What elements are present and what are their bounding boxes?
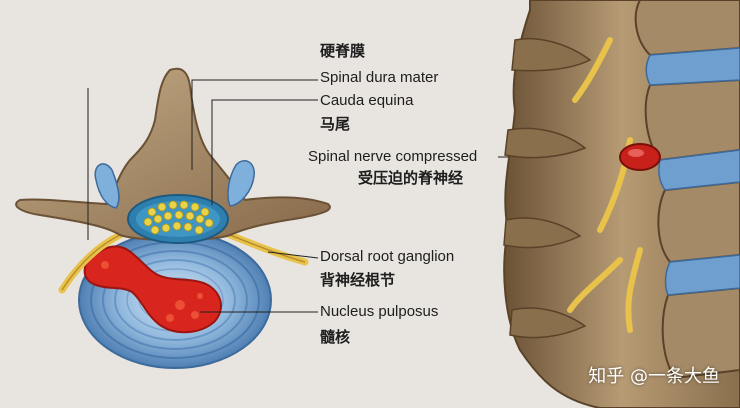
label-ganglion-cn: 背神经根节 (320, 271, 396, 289)
label-nerve-en: Spinal nerve compressed (308, 148, 478, 165)
label-ganglion-en: Dorsal root ganglion (320, 248, 455, 265)
compressed-nerve (619, 143, 661, 171)
axial-cross-section (15, 67, 331, 369)
label-dura-cn: 硬脊膜 (320, 42, 366, 60)
label-nerve-cn: 受压迫的脊神经 (358, 169, 464, 187)
cauda-equina (143, 200, 214, 235)
facet-joint-left (94, 163, 120, 209)
dural-sac (127, 194, 229, 244)
vertebral-arch (15, 67, 331, 242)
label-cauda-en: Cauda equina (320, 92, 414, 109)
label-nucleus-en: Nucleus pulposus (320, 303, 439, 320)
lateral-spine (503, 0, 740, 408)
label-nucleus-cn: 髓核 (320, 328, 351, 346)
watermark: 知乎 @一条大鱼 (588, 366, 720, 387)
nucleus-pulposus (83, 245, 222, 334)
facet-joint-right (227, 160, 255, 207)
label-cauda-cn: 马尾 (320, 115, 351, 133)
label-dura-en: Spinal dura mater (320, 69, 439, 86)
